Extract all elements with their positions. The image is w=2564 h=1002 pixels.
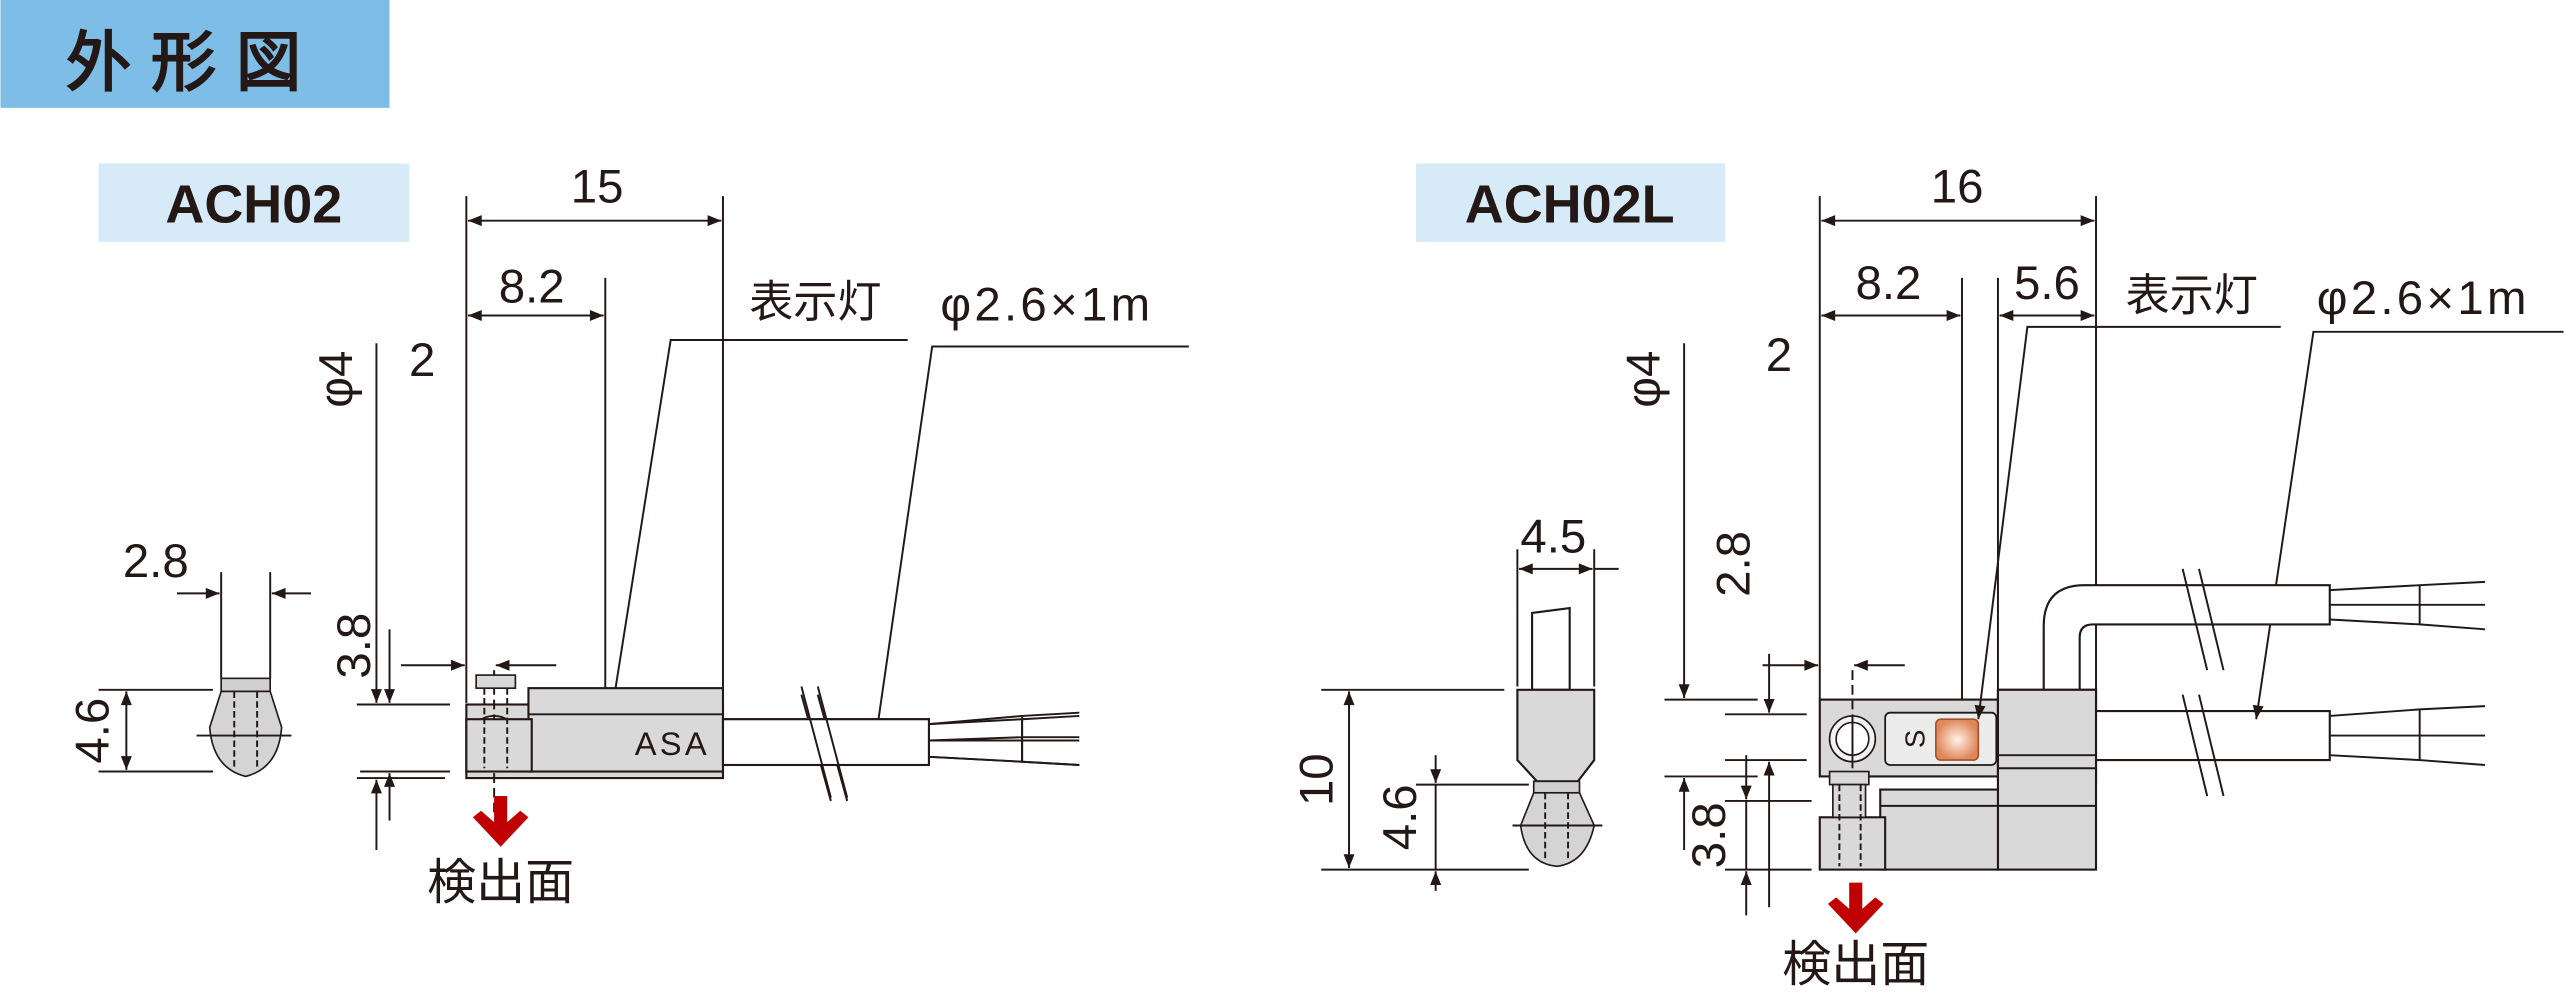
dim-led-pos: 8.2 xyxy=(499,260,565,313)
dim-end-width: 4.5 xyxy=(1520,510,1586,563)
dim-end-total: 10 xyxy=(1291,753,1344,806)
detect-surface-label: 検出面 xyxy=(427,853,574,911)
dim-end-height: 4.6 xyxy=(1374,784,1427,850)
indicator-label: 表示灯 xyxy=(2125,271,2257,322)
dim-diameter: φ4 xyxy=(310,351,363,408)
indicator-led xyxy=(1935,718,1980,761)
dim-length: 15 xyxy=(571,161,624,214)
side-view: 3.8 検出面 xyxy=(1683,568,2486,993)
dim-side-height: 3.8 xyxy=(328,613,381,679)
sensor-brand-mark: ASA xyxy=(635,725,710,762)
model-ach02: ACH02 S 15 8.2 2 φ4 表示灯 φ2.6×1m xyxy=(66,161,1189,911)
model-label: ACH02L xyxy=(1465,174,1675,234)
dim-diameter: φ4 xyxy=(1618,351,1671,408)
section-header: 外形図 xyxy=(0,0,390,108)
dim-screw: 2 xyxy=(1766,329,1792,382)
indicator-label: 表示灯 xyxy=(749,277,881,328)
cable-label: φ2.6×1m xyxy=(2317,272,2530,325)
dim-end-height: 4.6 xyxy=(66,698,119,764)
side-view: 3.8 検出面 xyxy=(328,613,1080,911)
dim-tail: 5.6 xyxy=(2014,257,2080,310)
detect-surface-label: 検出面 xyxy=(1782,935,1929,993)
detect-arrow-icon xyxy=(1827,882,1884,934)
section-title: 外形図 xyxy=(66,25,321,101)
dim-length: 16 xyxy=(1931,161,1984,214)
end-view: 4.5 10 4.6 xyxy=(1291,510,1619,891)
dim-offset: 2.8 xyxy=(1707,531,1760,597)
detect-arrow-icon xyxy=(472,796,529,847)
cable-label: φ2.6×1m xyxy=(940,278,1153,331)
sensor-s-mark: S xyxy=(1899,730,1930,749)
dimensions: 15 8.2 2 φ4 表示灯 φ2.6×1m xyxy=(310,161,1189,850)
dimensions: 16 8.2 5.6 2 φ4 2.8 表示灯 φ2.6×1m xyxy=(1618,161,2564,908)
dim-led-pos: 8.2 xyxy=(1855,257,1921,310)
model-label: ACH02 xyxy=(165,174,342,234)
model-ach02l: ACH02L S 16 8.2 5.6 2 φ4 xyxy=(1291,161,2564,993)
dim-side-height: 3.8 xyxy=(1683,802,1736,868)
dim-screw: 2 xyxy=(409,334,435,387)
dim-end-width: 2.8 xyxy=(123,535,189,588)
end-view: 2.8 4.6 xyxy=(66,535,312,778)
top-view: S xyxy=(1818,670,2486,810)
